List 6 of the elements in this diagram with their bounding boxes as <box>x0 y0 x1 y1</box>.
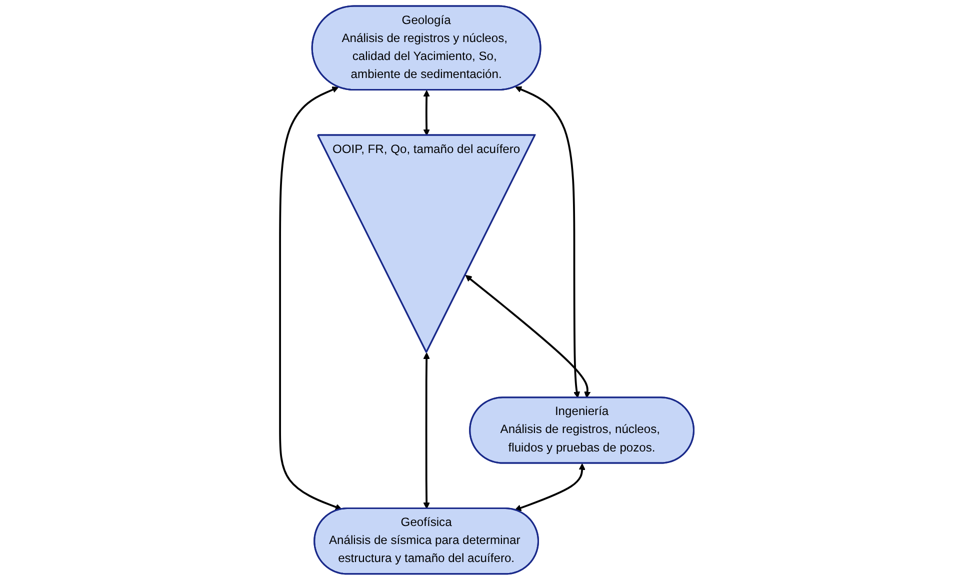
arrow <box>515 86 580 398</box>
arrow <box>279 86 342 510</box>
arrow <box>514 463 586 512</box>
arrow <box>423 90 430 136</box>
arrow <box>465 275 591 398</box>
arrow <box>423 352 430 509</box>
